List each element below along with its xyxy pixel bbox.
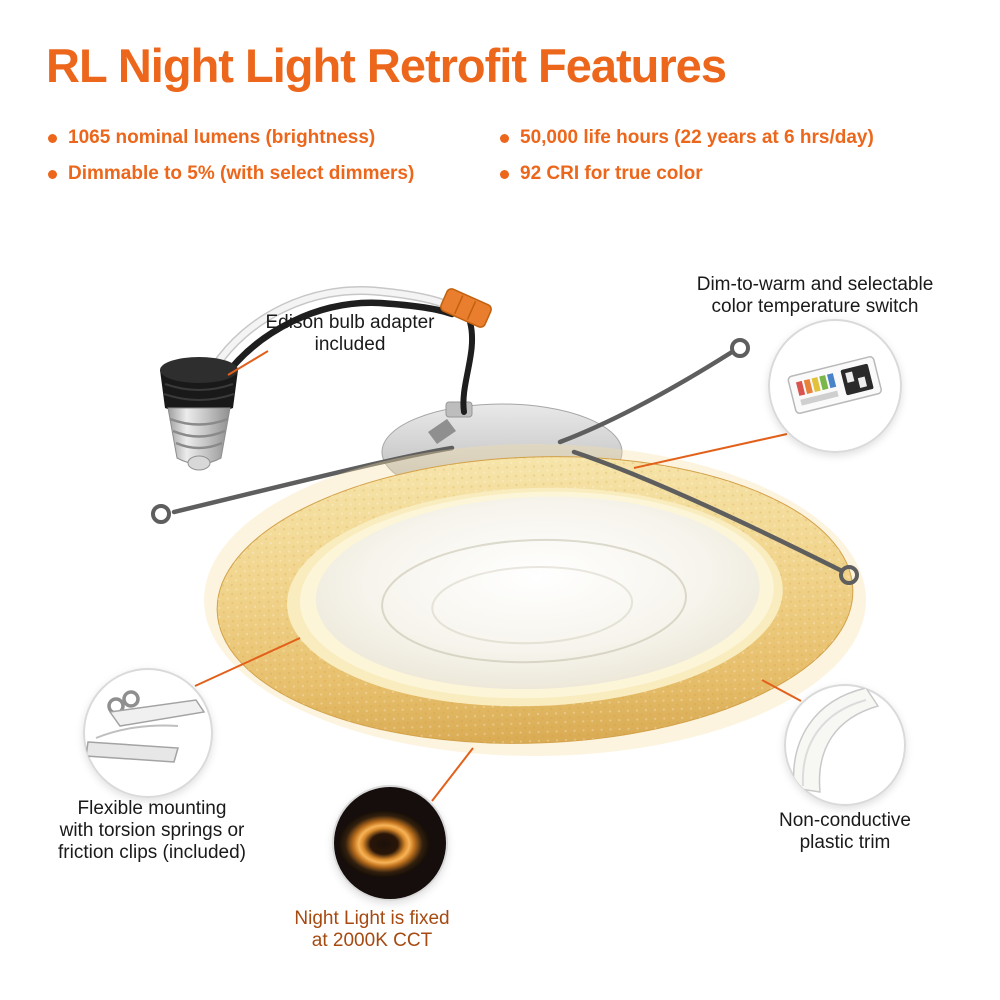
inset-plastic-trim: [784, 684, 906, 806]
dip-switch: [840, 363, 874, 396]
callout-night-light: Night Light is fixed at 2000K CCT: [294, 908, 450, 952]
feature-text: 92 CRI for true color: [520, 162, 703, 184]
feature-item: 1065 nominal lumens (brightness): [48, 127, 414, 149]
inset-color-switch: [768, 319, 902, 453]
trim-cross-section: [792, 687, 880, 793]
bullet-icon: [500, 169, 509, 179]
torsion-spring-front: [571, 449, 859, 585]
right-upper-spring-arm: [557, 349, 735, 445]
wire-connector: [440, 288, 492, 328]
leader-plastic-trim: [761, 679, 802, 702]
leader-edison: [227, 350, 269, 376]
callout-color-switch: Dim-to-warm and selectable color tempera…: [696, 274, 934, 318]
white-wire: [211, 287, 453, 371]
feature-text: 50,000 life hours (22 years at 6 hrs/day…: [520, 127, 874, 148]
diffuser-lens: [315, 496, 760, 690]
leader-color-switch: [633, 433, 788, 469]
feature-list-left: 1065 nominal lumens (brightness) Dimmabl…: [48, 127, 415, 200]
feature-item: Dimmable to 5% (with select dimmers): [48, 162, 415, 185]
night-glow-ring: [338, 810, 430, 878]
leader-night-light: [431, 747, 474, 802]
torsion-springs-rear: [151, 338, 750, 524]
right-upper-spring-loop: [730, 338, 750, 358]
baffle-ring-outer: [381, 538, 687, 664]
inset-night-light: [332, 785, 448, 901]
bullet-icon: [48, 134, 57, 143]
page-title: RL Night Light Retrofit Features: [46, 39, 727, 92]
bullet-icon: [500, 134, 509, 143]
baffle-ring-inner: [431, 565, 634, 645]
cct-switch-graphic: [787, 356, 882, 415]
wire-leads: [209, 285, 476, 415]
feature-list-right: 50,000 life hours (22 years at 6 hrs/day…: [500, 127, 874, 200]
black-wire: [218, 299, 456, 384]
clips-graphic: [85, 690, 206, 763]
callout-plastic-trim: Non-conductive plastic trim: [778, 810, 912, 854]
feature-text: Dimmable to 5% (with select dimmers): [68, 162, 415, 184]
mounting-bracket: [428, 419, 456, 444]
downlight-trim: [216, 456, 854, 744]
leader-lines: [194, 350, 802, 802]
bullet-icon: [48, 169, 57, 179]
left-spring-loop: [151, 504, 171, 524]
black-wire-return: [460, 319, 476, 415]
edison-adapter-graphic: [160, 357, 238, 471]
wire-entry-tab: [445, 401, 473, 418]
feature-item: 92 CRI for true color: [500, 162, 874, 185]
inset-mounting-clips: [83, 668, 213, 798]
feature-text: 1065 nominal lumens (brightness): [68, 127, 376, 148]
callout-edison-adapter: Edison bulb adapter included: [265, 312, 435, 356]
callout-flexible-mounting: Flexible mounting with torsion springs o…: [58, 798, 246, 864]
leader-mounting: [194, 637, 301, 687]
left-spring-arm: [171, 445, 455, 515]
feature-item: 50,000 life hours (22 years at 6 hrs/day…: [500, 127, 874, 149]
